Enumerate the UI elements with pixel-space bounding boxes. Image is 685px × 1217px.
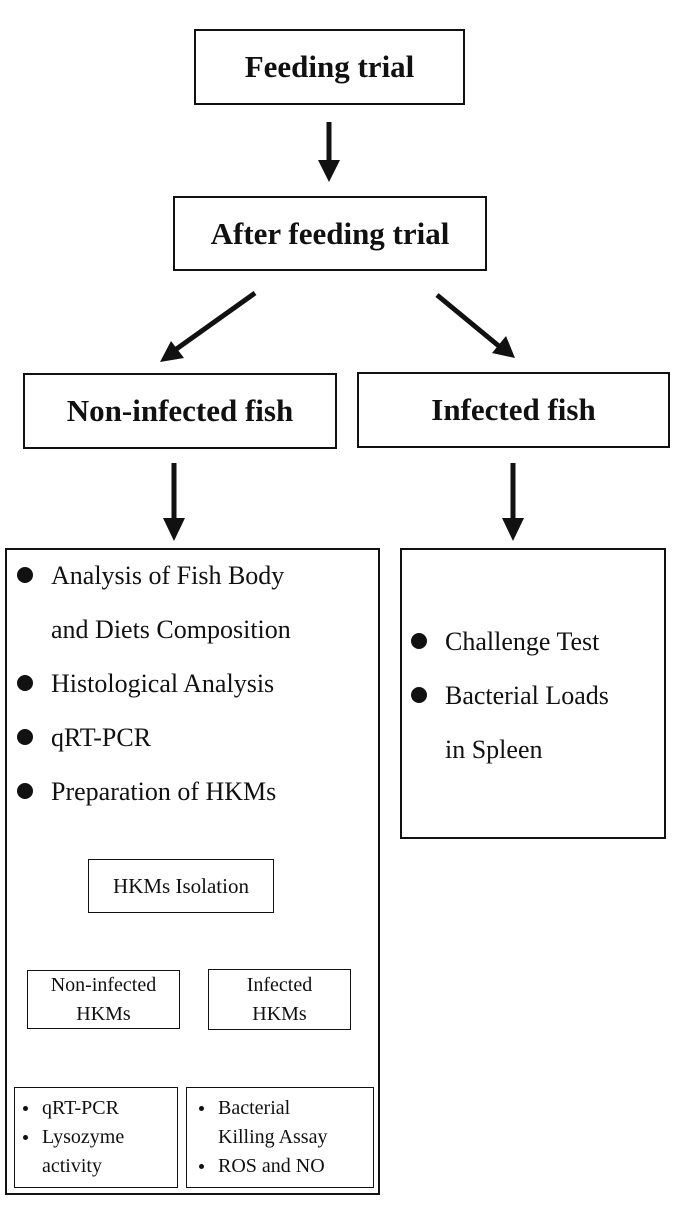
arrowhead-after-to-infected [492,336,515,358]
infected-hkms-line1: Infected [246,973,313,996]
arrow-after-to-noninfected [173,290,257,353]
bullet-icon [23,1135,28,1140]
list-item: Bacterial [196,1094,372,1123]
list-item-continuation: activity [42,1155,102,1177]
list-item: ROS and NO [196,1152,372,1181]
infected-hkms-assays-box: Bacterial Killing Assay ROS and NO [186,1087,374,1188]
infected-analyses-box [400,548,666,839]
feeding-trial-label: Feeding trial [244,49,415,84]
non-infected-hkms-line1: Non-infected [50,973,157,996]
bullet-icon [17,567,33,583]
list-item: Histological Analysis [17,657,377,711]
arrowhead-noninfected-to-list [163,518,185,541]
infected-hkms-assays-list: Bacterial Killing Assay ROS and NO [196,1094,372,1181]
bullet-icon [17,729,33,745]
feeding-trial-box: Feeding trial [194,29,465,105]
hkms-isolation-box: HKMs Isolation [88,859,274,913]
non-infected-analyses-list: Analysis of Fish Body and Diets Composit… [17,549,377,819]
arrowhead-feeding-to-after [318,160,340,182]
infected-hkms-line2: HKMs [252,1002,307,1025]
bullet-icon [411,687,427,703]
list-item-continuation: Killing Assay [218,1126,328,1148]
infected-fish-label: Infected fish [431,392,596,427]
bullet-icon [199,1164,204,1169]
bullet-icon [17,783,33,799]
list-item-continuation: and Diets Composition [51,615,291,644]
arrowhead-infected-to-list [502,518,524,541]
infected-hkms-box: Infected HKMs [208,969,351,1030]
bullet-icon [23,1106,28,1111]
arrow-after-to-infected [435,293,502,349]
non-infected-fish-box: Non-infected fish [23,373,337,449]
infected-analyses-list: Challenge Test Bacterial Loads in Spleen [411,615,663,777]
infected-fish-box: Infected fish [357,372,670,448]
bullet-icon [17,675,33,691]
list-item: qRT-PCR [17,711,377,765]
hkms-isolation-label: HKMs Isolation [113,873,249,898]
non-infected-hkms-box: Non-infected HKMs [27,970,180,1029]
non-infected-hkms-line2: HKMs [76,1002,131,1025]
list-item: Preparation of HKMs [17,765,377,819]
list-item: Bacterial Loads [411,669,663,723]
non-infected-hkms-assays-list: qRT-PCR Lysozyme activity [20,1094,176,1181]
non-infected-fish-label: Non-infected fish [66,393,294,428]
list-item-continuation: in Spleen [445,735,543,764]
after-feeding-trial-box: After feeding trial [173,196,487,271]
bullet-icon [199,1106,204,1111]
list-item: qRT-PCR [20,1094,176,1123]
list-item: Lysozyme [20,1123,176,1152]
non-infected-hkms-assays-box: qRT-PCR Lysozyme activity [14,1087,178,1188]
list-item: Challenge Test [411,615,663,669]
arrowhead-after-to-noninfected [160,341,184,362]
after-feeding-trial-label: After feeding trial [210,215,450,251]
list-item: Analysis of Fish Body [17,549,377,603]
bullet-icon [411,633,427,649]
